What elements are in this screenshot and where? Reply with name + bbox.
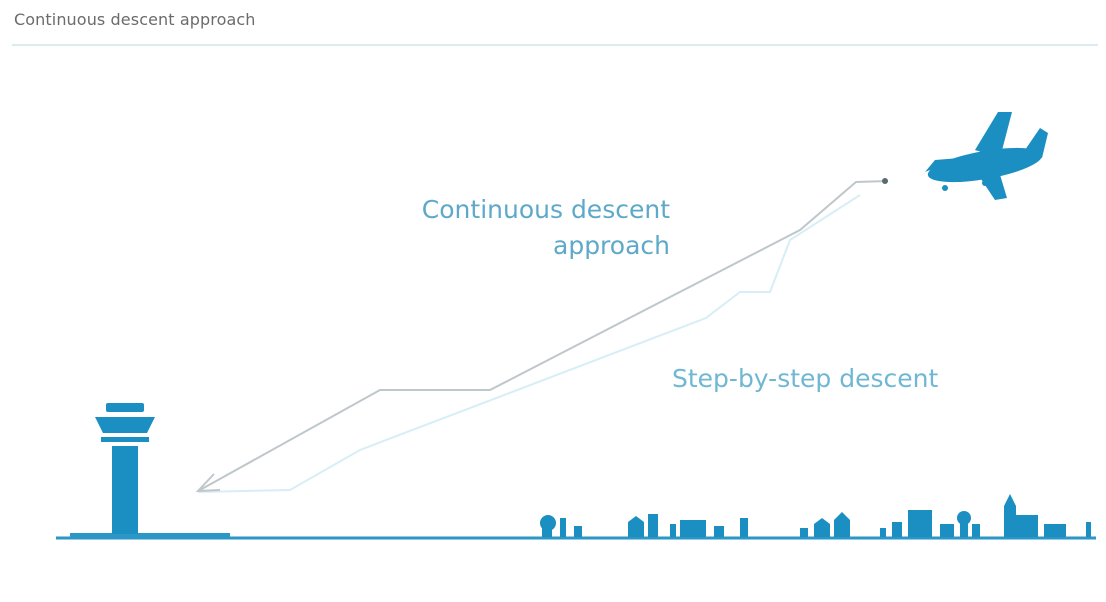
- continuous-descent-label-line2: approach: [553, 231, 670, 260]
- city-skyline-icon: [540, 494, 1091, 537]
- path-start-dot: [882, 178, 888, 184]
- step-descent-label: Step-by-step descent: [672, 364, 939, 393]
- continuous-descent-label: Continuous descent approach: [330, 192, 670, 264]
- title-divider: [12, 44, 1098, 46]
- step-descent-path: [197, 194, 861, 493]
- continuous-descent-label-line1: Continuous descent: [421, 195, 670, 224]
- continuous-descent-path: [199, 180, 889, 491]
- airplane-icon: [925, 112, 1048, 200]
- tower-base: [70, 533, 230, 537]
- diagram-title: Continuous descent approach: [14, 10, 256, 29]
- control-tower-icon: [95, 403, 155, 534]
- path-end-arrow: [195, 473, 221, 493]
